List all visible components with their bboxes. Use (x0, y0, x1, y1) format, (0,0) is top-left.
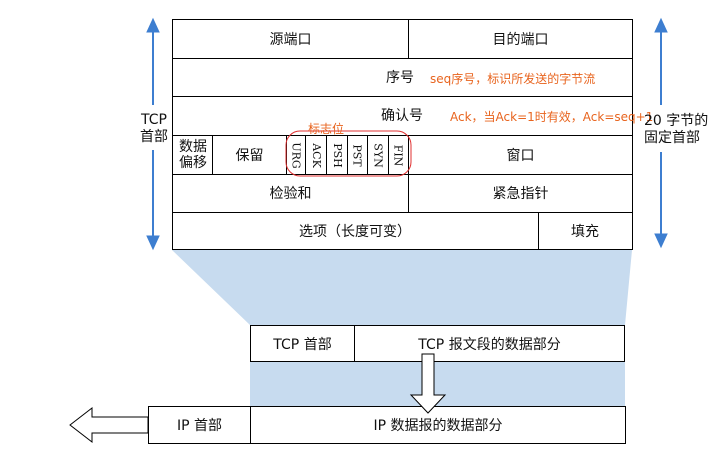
reserved-cell: 保留 (235, 147, 264, 164)
flag-syn: SYN (371, 142, 385, 168)
ack-annotation: Ack，当Ack=1时有效，Ack=seq+1 (450, 110, 654, 124)
flag-ack: ACK (309, 142, 323, 168)
checksum-cell: 检验和 (269, 186, 312, 202)
datagram-header-cell: IP 首部 (176, 418, 223, 434)
flag-fin: FIN (391, 144, 405, 166)
down-arrow (409, 353, 447, 414)
urgent-pointer-cell: 紧急指针 (492, 186, 549, 202)
flag-pst: PST (350, 143, 364, 167)
left-arrow (69, 406, 149, 444)
data-offset-cell: 数据 偏移 (179, 138, 207, 171)
padding-cell: 填充 (571, 224, 599, 240)
segment-box (250, 325, 625, 362)
destination-port-cell: 目的端口 (492, 31, 549, 48)
ack-number-cell: 确认号 (381, 108, 423, 124)
segment-data-cell: TCP 报文段的数据部分 (418, 336, 561, 353)
right-dimension-arrow (654, 17, 668, 249)
seq-annotation: seq序号，标识所发送的字节流 (430, 72, 596, 86)
fixed-header-label: 20 字节的 固定首部 (644, 113, 709, 146)
flag-urg: URG (289, 141, 303, 169)
source-port-cell: 源端口 (269, 31, 312, 48)
flag-ring (285, 130, 412, 177)
sequence-number-cell: 序号 (386, 70, 414, 86)
tcp-header-table (172, 19, 633, 250)
window-cell: 窗口 (506, 147, 535, 164)
datagram-data-cell: IP 数据报的数据部分 (373, 418, 503, 434)
funnel-shape (172, 250, 632, 325)
tcp-header-label: TCP 首部 (140, 112, 168, 145)
segment-header-cell: TCP 首部 (273, 336, 332, 353)
flag-psh: PSH (330, 142, 344, 168)
left-dimension-arrow (146, 17, 160, 251)
options-cell: 选项（长度可变） (299, 224, 411, 240)
flag-annotation: 标志位 (308, 122, 345, 136)
